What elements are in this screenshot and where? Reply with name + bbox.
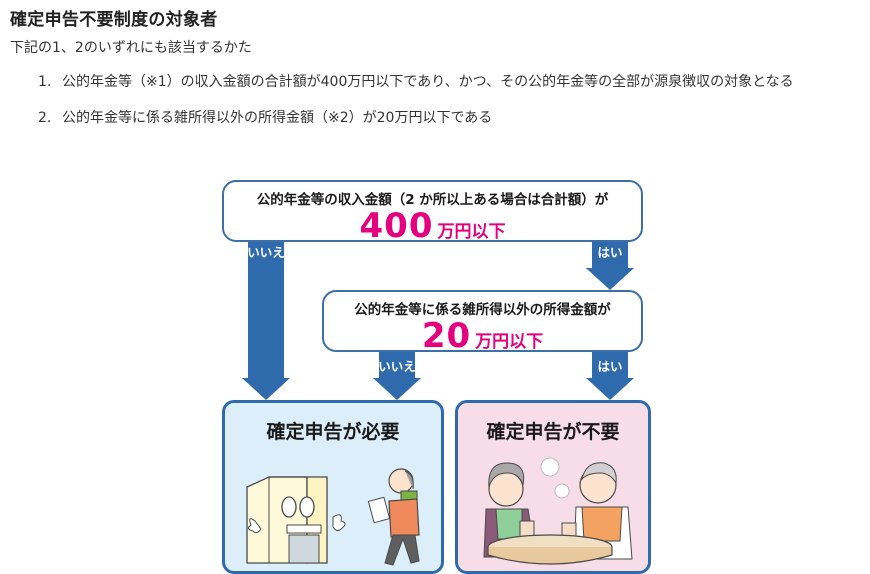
result-box-not-required: 確定申告が不要 — [455, 400, 651, 574]
arrow-q1-yes: はい — [580, 238, 640, 292]
result-text: 確定申告が不要 — [486, 421, 620, 443]
arrow-q2-yes: はい — [580, 348, 640, 402]
no-label: いいえ — [378, 359, 416, 374]
result-box-required: 確定申告が必要 — [222, 400, 444, 574]
yes-label: はい — [597, 245, 623, 260]
amount-value: 400 — [359, 206, 434, 246]
intro-text: 下記の1、2のいずれにも該当するかた — [10, 40, 252, 56]
result-text: 確定申告が必要 — [266, 421, 400, 443]
amount-value: 20 — [421, 316, 472, 356]
arrow-q2-no: いいえ — [367, 348, 427, 402]
criteria-list: 1. 公的年金等（※1）の収入金額の合計額が400万円以下であり、かつ、その公的… — [38, 70, 868, 131]
page-title: 確定申告不要制度の対象者 — [10, 10, 218, 30]
list-number: 2. — [38, 110, 52, 126]
list-text: 公的年金等に係る雑所得以外の所得金額（※2）が20万円以下である — [62, 110, 493, 126]
yes-label: はい — [597, 359, 623, 374]
question-text: 公的年金等に係る雑所得以外の所得金額が — [354, 302, 611, 318]
elderly-couple-tea-illustration — [483, 457, 633, 565]
list-number: 1. — [38, 74, 52, 90]
list-item: 2. 公的年金等に係る雑所得以外の所得金額（※2）が20万円以下である — [38, 106, 868, 131]
arrow-q1-no: いいえ — [236, 238, 296, 400]
amount-unit: 万円以下 — [475, 332, 544, 352]
no-label: いいえ — [247, 245, 285, 260]
amount-unit: 万円以下 — [437, 222, 506, 242]
list-text: 公的年金等（※1）の収入金額の合計額が400万円以下であり、かつ、その公的年金等… — [62, 74, 794, 90]
list-item: 1. 公的年金等（※1）の収入金額の合計額が400万円以下であり、かつ、その公的… — [38, 70, 868, 95]
tax-office-and-elderly-man-illustration — [246, 468, 420, 566]
question-text: 公的年金等の収入金額（2 か所以上ある場合は合計額）が — [256, 192, 609, 208]
